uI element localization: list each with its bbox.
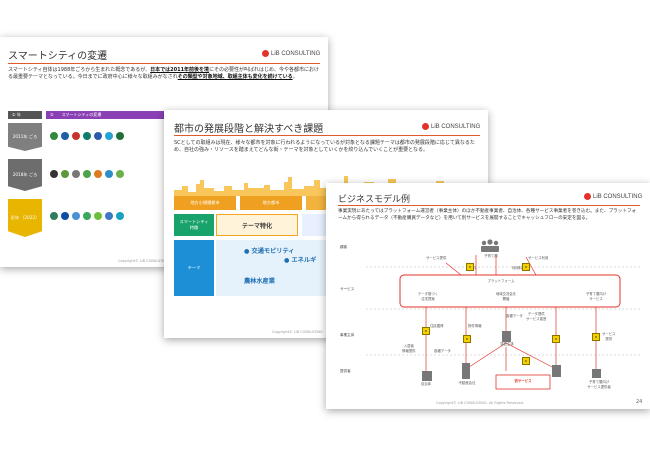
row-label-provider: 提供者 <box>340 369 351 373</box>
node-operator: 運営主体 <box>500 342 514 346</box>
slide-footer: Copyright© LiB CONSULTING. All Rights Re… <box>436 401 524 405</box>
node-childcare-service: 子育て層向け サービス <box>585 292 607 301</box>
city-logo-icon <box>83 212 91 220</box>
era-2018: 2018年 ごろ <box>8 159 42 191</box>
logo-row-2011 <box>50 132 124 140</box>
city-logo-icon <box>72 132 80 140</box>
flow-label: 各種データ <box>434 349 451 353</box>
node-customer: 子育て層 <box>484 254 498 258</box>
slide-title: 都市の発展段階と解決すべき課題 <box>174 124 324 135</box>
city-logo-icon <box>61 132 69 140</box>
logo-text: LiB CONSULTING <box>271 50 321 57</box>
theme-mobility: ● 交通モビリティ <box>244 248 295 255</box>
row-label-feature: スマートシティ 特徴 <box>174 214 214 236</box>
yen-icon: ¥ <box>466 263 474 271</box>
column-header-history: ② スマートシティの変遷 <box>46 111 164 119</box>
city-logo-icon <box>50 170 58 178</box>
era-2022: 近年 （2022） <box>8 199 42 237</box>
row-label-theme: テーマ <box>174 240 214 296</box>
node-new-service: 別サービス <box>514 379 532 383</box>
city-logo-icon <box>72 170 80 178</box>
flow-label: 利用料 <box>512 266 523 270</box>
slide-body: 事業実現にあたってはプラットフォーム運営者（事業主体）のほか不動産事業者、自治体… <box>338 209 637 221</box>
city-logo-icon <box>72 212 80 220</box>
body-emphasis: 日本では2011年前後を境 <box>150 67 210 73</box>
logo-text: LiB CONSULTING <box>593 193 643 200</box>
row-label-operator: 事業主体 <box>340 333 355 337</box>
lib-logo-icon <box>584 193 591 200</box>
slide-title: スマートシティの変遷 <box>8 51 108 62</box>
title-rule <box>8 63 320 64</box>
city-logo-icon <box>50 132 58 140</box>
row-label-customer: 顧客 <box>340 245 348 249</box>
slide-business-model: ビジネスモデル例 LiB CONSULTING 事業実現にあたってはプラットフォ… <box>326 183 650 409</box>
city-logo-icon <box>83 170 91 178</box>
node-housing-proposal: データ基づく 住宅提案 <box>417 292 439 301</box>
slide-body: スマートシティ自体は1988年ごろから生まれた概念であるが、日本では2011年前… <box>8 67 320 81</box>
flow-label: サービス利用 <box>528 256 549 260</box>
city-logo-icon <box>61 170 69 178</box>
row-label-service: サービス <box>340 287 355 291</box>
city-logo-icon <box>83 132 91 140</box>
lib-logo-icon <box>262 50 269 57</box>
slide-footer: Copyright© LiB CONSULTING <box>118 259 169 263</box>
slide-body: SCとしての取組みは現在、様々な都市を対象に行われるようになっているが対象となる… <box>174 140 475 153</box>
city-logo-icon <box>116 170 124 178</box>
node-platform: プラットフォーム <box>487 279 515 283</box>
node-real-estate: 不動産会社 <box>458 381 476 385</box>
city-logo-icon <box>105 170 113 178</box>
title-rule <box>338 205 640 206</box>
flow-label: 物件情報 <box>468 324 482 328</box>
logo-row-2022 <box>50 212 124 220</box>
yen-icon: ¥ <box>592 333 600 341</box>
city-logo-icon <box>116 212 124 220</box>
city-logo-icon <box>116 132 124 140</box>
flow-label: 入居者 情報提供 <box>402 344 416 353</box>
city-logo-icon <box>94 212 102 220</box>
lib-logo-icon <box>422 123 429 130</box>
yen-icon: ¥ <box>522 357 530 365</box>
stage-header-regional-city: 地方都市 <box>240 196 302 210</box>
slide-title: ビジネスモデル例 <box>338 195 411 205</box>
feature-theme-specific: テーマ特化 <box>216 214 298 236</box>
node-service-provider: 子育て層向け サービス提供者 <box>587 380 611 389</box>
brand-logo: LiB CONSULTING <box>422 123 480 130</box>
era-2011: 2011年 ごろ <box>8 123 42 151</box>
theme-agriculture: 農林水産業 <box>244 278 275 285</box>
flow-label: 住民獲得 <box>430 324 444 328</box>
body-text: にその必要性が叫ばれはじめ、今や各都市における最重要テーマとなっている。今日まで… <box>8 67 319 80</box>
city-logo-icon <box>94 170 102 178</box>
city-logo-icon <box>105 132 113 140</box>
body-text: 。 <box>292 74 298 80</box>
body-emphasis: その類型や対象地域、取組主体も変化を続けている <box>177 74 293 80</box>
yen-icon: ¥ <box>522 263 530 271</box>
flow-label: サービス 提供 <box>602 332 616 341</box>
yen-icon: ¥ <box>552 335 560 343</box>
yen-icon: ¥ <box>422 327 430 335</box>
flow-label: サービス提供 <box>426 256 447 260</box>
title-rule <box>174 135 480 136</box>
flow-label: データ提供 サービス運営 <box>526 312 547 321</box>
city-logo-icon <box>105 212 113 220</box>
theme-energy: ● エネルギ <box>284 257 317 264</box>
brand-logo: LiB CONSULTING <box>262 50 320 57</box>
business-model-diagram <box>366 239 642 390</box>
flow-label: 各種データ <box>506 314 523 318</box>
yen-icon: ¥ <box>463 335 471 343</box>
node-community-event: 地域交流会を 開催 <box>495 292 517 301</box>
logo-row-2018 <box>50 170 124 178</box>
logo-text: LiB CONSULTING <box>431 123 481 130</box>
stage-header-small-city: 地方小規模都市 <box>174 196 236 210</box>
slide-footer: Copyright© LiB CONSULTING <box>272 330 323 334</box>
column-header-year: ① 年 <box>8 111 42 119</box>
city-logo-icon <box>61 212 69 220</box>
city-logo-icon <box>50 212 58 220</box>
page-number: 24 <box>636 399 643 405</box>
body-text: スマートシティ自体は1988年ごろから生まれた概念であるが、 <box>8 67 151 73</box>
node-government: 自治体 <box>420 382 432 386</box>
brand-logo: LiB CONSULTING <box>584 193 642 200</box>
city-logo-icon <box>94 132 102 140</box>
